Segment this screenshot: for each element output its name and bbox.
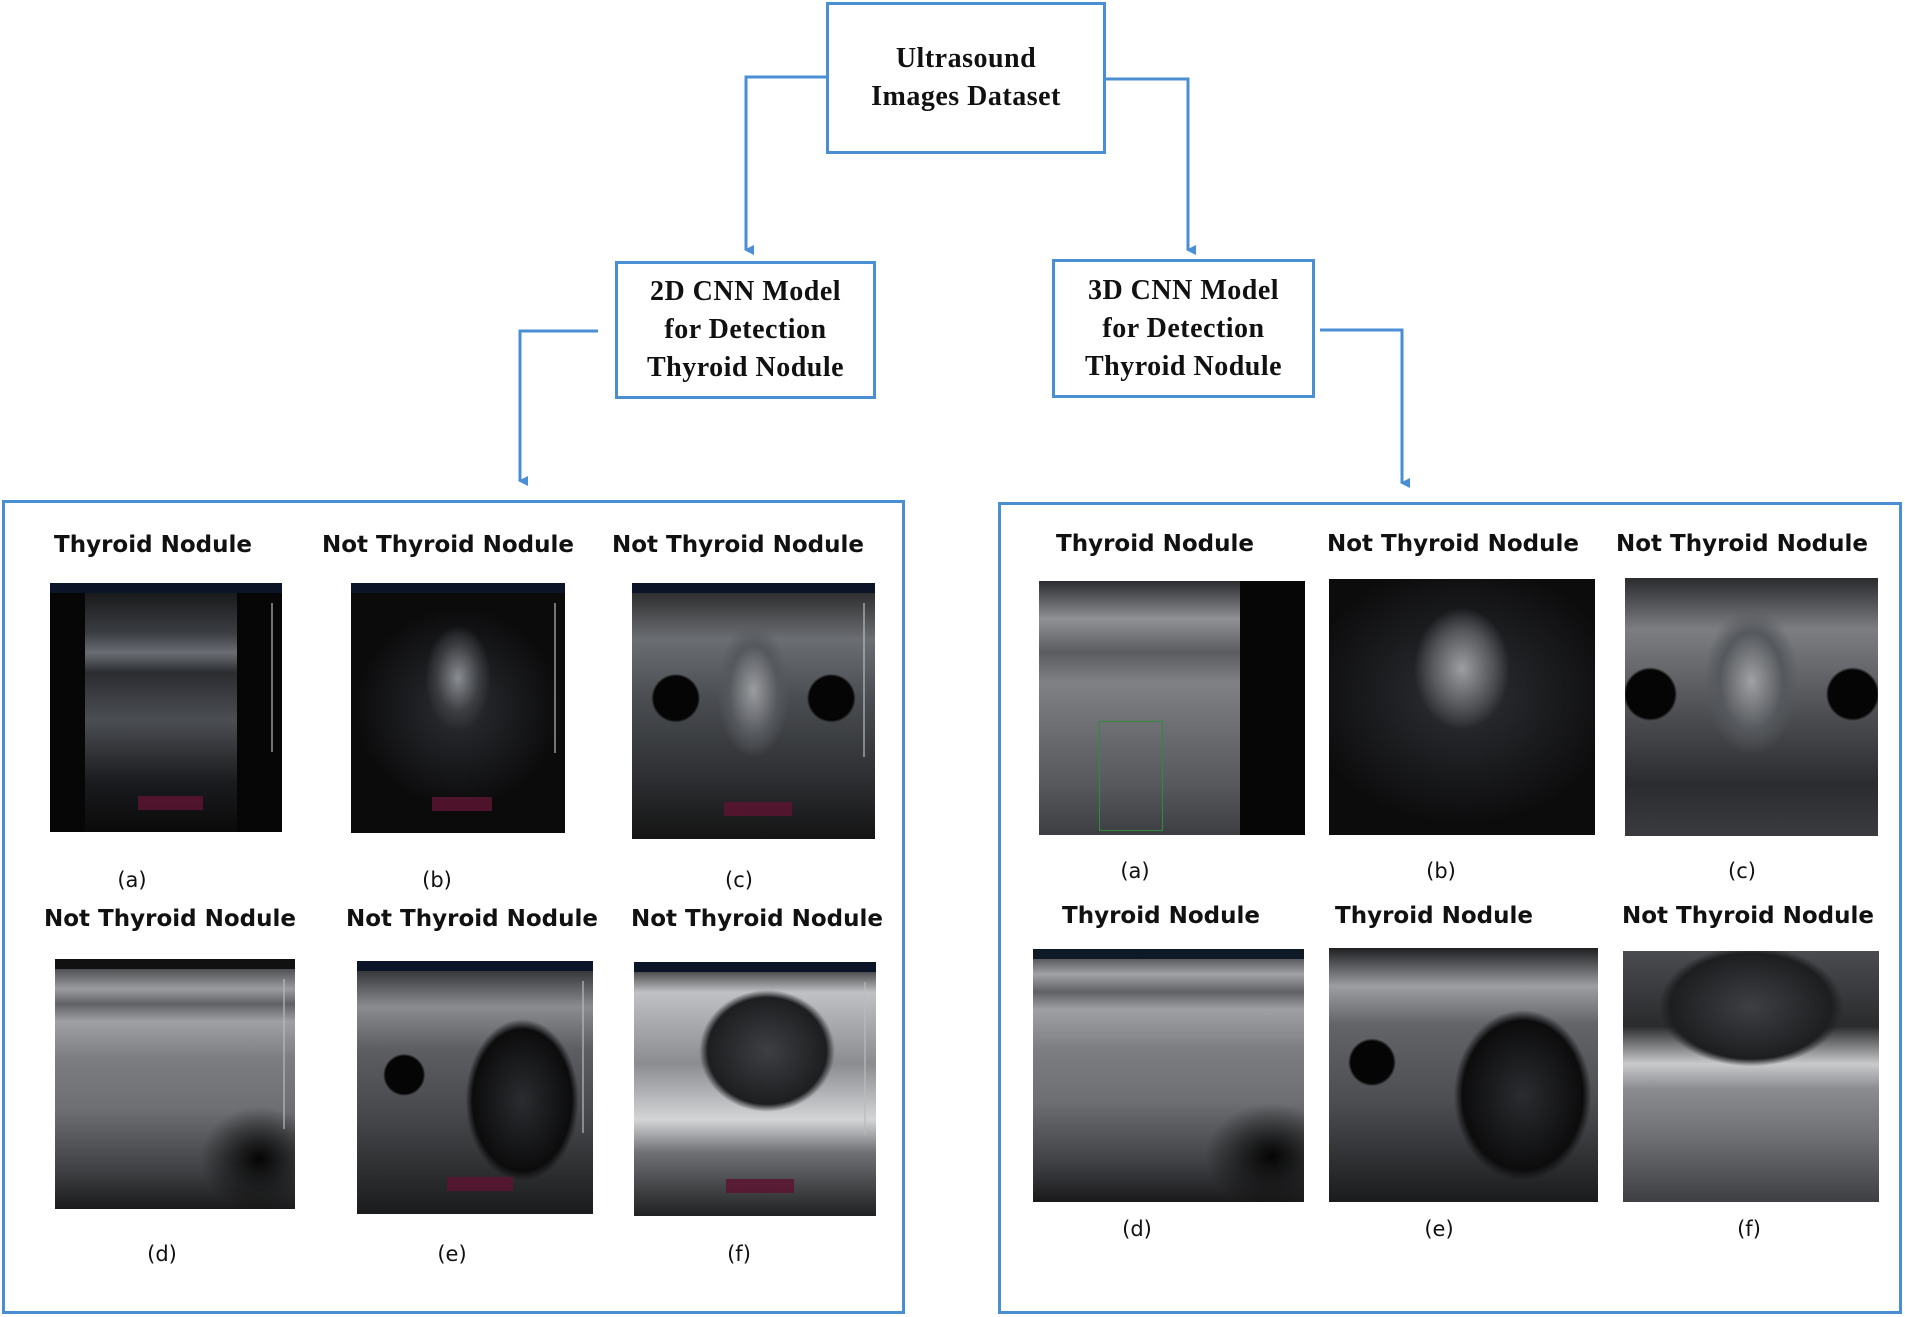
model-3d-box: 3D CNN Model for Detection Thyroid Nodul…: [1052, 259, 1315, 398]
cell-title: Thyroid Nodule: [54, 532, 252, 558]
cell-title: Not Thyroid Nodule: [1327, 531, 1579, 557]
cell-letter: (a): [1120, 859, 1150, 883]
ultrasound-image: [357, 961, 593, 1214]
cell-letter: (f): [727, 1242, 751, 1266]
model-3d-title: 3D CNN Model for Detection Thyroid Nodul…: [1084, 274, 1283, 382]
model-2d-title: 2D CNN Model for Detection Thyroid Nodul…: [646, 276, 845, 383]
cell-title: Not Thyroid Nodule: [612, 532, 864, 558]
ultrasound-image: [1039, 581, 1305, 835]
dataset-box: Ultrasound Images Dataset: [826, 2, 1106, 154]
ultrasound-image: [351, 583, 565, 833]
arrow-3d-to-panel: [1320, 328, 1410, 488]
cell-letter: (e): [437, 1242, 467, 1266]
ultrasound-image: [55, 959, 295, 1209]
cell-title: Not Thyroid Nodule: [322, 532, 574, 558]
model-2d-box: 2D CNN Model for Detection Thyroid Nodul…: [615, 261, 876, 399]
cell-letter: (b): [422, 868, 452, 892]
panel-3d-results: Thyroid Nodule (a) Not Thyroid Nodule (b…: [998, 502, 1902, 1314]
cell-title: Not Thyroid Nodule: [631, 906, 883, 932]
arrow-root-to-3d: [1104, 77, 1196, 255]
ultrasound-image: [1623, 951, 1879, 1202]
cell-letter: (e): [1424, 1217, 1454, 1241]
ultrasound-image: [1329, 948, 1598, 1202]
arrow-root-to-2d: [744, 75, 826, 255]
ultrasound-image: [634, 962, 876, 1216]
panel-2d-results: Thyroid Nodule (a) Not Thyroid Nodule (b…: [2, 500, 905, 1314]
cell-title: Not Thyroid Nodule: [1622, 903, 1874, 929]
cell-letter: (d): [1122, 1217, 1152, 1241]
cell-letter: (c): [1728, 859, 1756, 883]
cell-letter: (f): [1737, 1217, 1761, 1241]
ultrasound-image: [50, 583, 282, 832]
cell-letter: (a): [117, 868, 147, 892]
arrow-2d-to-panel: [518, 329, 598, 486]
cell-title: Thyroid Nodule: [1062, 903, 1260, 929]
ultrasound-image: [1033, 949, 1304, 1202]
dataset-box-title: Ultrasound Images Dataset: [871, 43, 1061, 112]
cell-letter: (b): [1426, 859, 1456, 883]
cell-letter: (c): [725, 868, 753, 892]
cell-title: Thyroid Nodule: [1335, 903, 1533, 929]
cell-title: Not Thyroid Nodule: [346, 906, 598, 932]
ultrasound-image: [1625, 578, 1878, 836]
cell-title: Thyroid Nodule: [1056, 531, 1254, 557]
cell-letter: (d): [147, 1242, 177, 1266]
ultrasound-image: [1329, 579, 1595, 835]
ultrasound-image: [632, 583, 875, 839]
cell-title: Not Thyroid Nodule: [44, 906, 296, 932]
cell-title: Not Thyroid Nodule: [1616, 531, 1868, 557]
